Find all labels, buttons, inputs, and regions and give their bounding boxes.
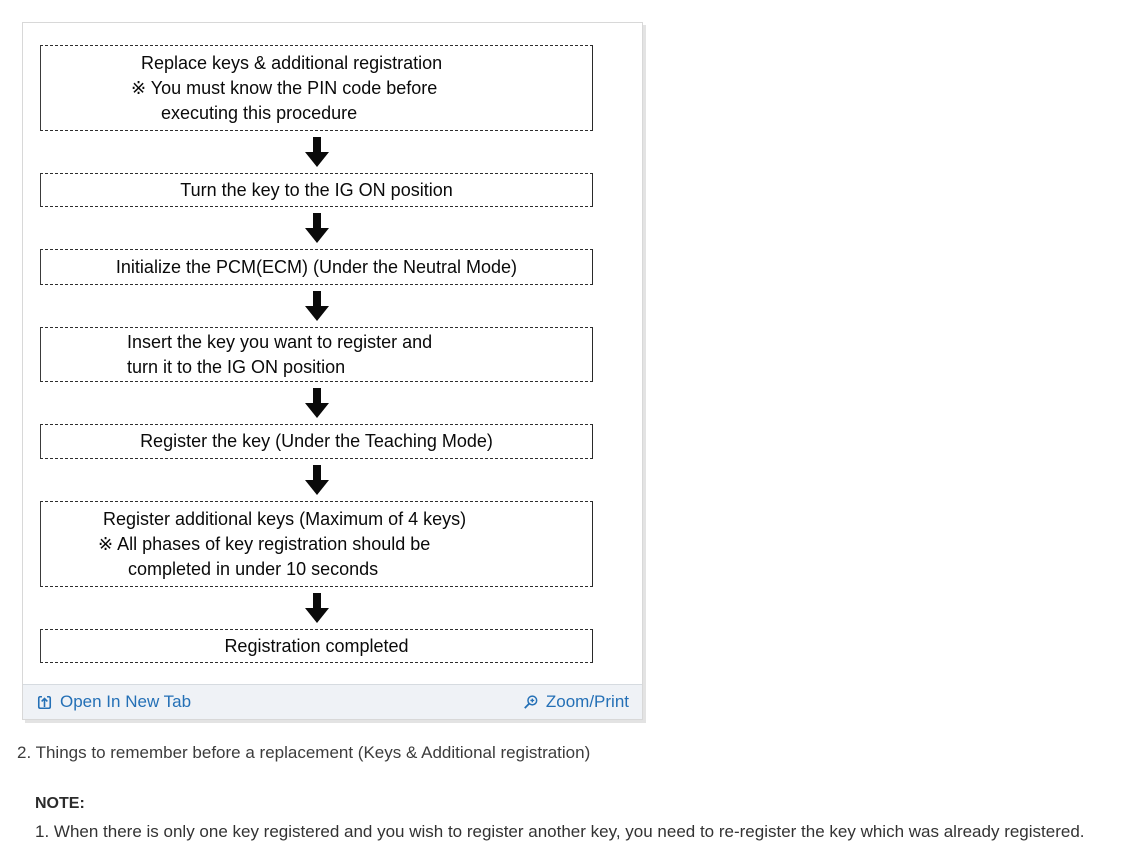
zoom-print-link[interactable]: Zoom/Print	[522, 692, 629, 712]
flowchart-step-text: Insert the key you want to register and …	[127, 331, 433, 377]
flowchart-step-text: Registration completed	[224, 635, 409, 656]
arrow-stem	[312, 137, 321, 153]
section-heading: 2. Things to remember before a replaceme…	[17, 743, 591, 762]
flowchart-step-text: Replace keys & additional registration ※…	[131, 52, 443, 123]
arrow-head	[304, 228, 329, 243]
down-arrow-icon	[304, 291, 329, 321]
figure-panel: Replace keys & additional registration ※…	[22, 22, 643, 720]
flowchart-step-7: Registration completed	[40, 629, 593, 663]
flowchart: Replace keys & additional registration ※…	[23, 23, 642, 684]
zoom-magnifier-icon	[522, 694, 539, 711]
arrow-stem	[312, 213, 321, 229]
flowchart-step-text: Register additional keys (Maximum of 4 k…	[98, 508, 467, 579]
zoom-print-label: Zoom/Print	[545, 692, 629, 711]
arrow-head	[304, 608, 329, 623]
arrow-head	[304, 403, 329, 418]
open-in-new-tab-link[interactable]: Open In New Tab	[36, 692, 191, 712]
arrow-head	[304, 306, 329, 321]
flowchart-step-6: Register additional keys (Maximum of 4 k…	[40, 501, 593, 587]
flowchart-step-5: Register the key (Under the Teaching Mod…	[40, 424, 593, 459]
flowchart-step-text: Initialize the PCM(ECM) (Under the Neutr…	[115, 256, 518, 277]
arrow-head	[304, 480, 329, 495]
flowchart-step-2: Turn the key to the IG ON position	[40, 173, 593, 207]
flowchart-step-text: Turn the key to the IG ON position	[180, 179, 453, 200]
flowchart-step-3: Initialize the PCM(ECM) (Under the Neutr…	[40, 249, 593, 285]
down-arrow-icon	[304, 593, 329, 623]
down-arrow-icon	[304, 213, 329, 243]
note-item: 1. When there is only one key registered…	[35, 822, 1085, 841]
arrow-stem	[312, 388, 321, 404]
arrow-stem	[312, 465, 321, 481]
arrow-head	[304, 152, 329, 167]
down-arrow-icon	[304, 137, 329, 167]
down-arrow-icon	[304, 465, 329, 495]
note-label: NOTE:	[35, 795, 85, 812]
open-in-new-tab-icon	[36, 694, 53, 711]
figure-toolbar: Open In New Tab Zoom/Print	[23, 684, 642, 719]
open-in-new-tab-label: Open In New Tab	[60, 692, 192, 711]
flowchart-step-1: Replace keys & additional registration ※…	[40, 45, 593, 131]
flowchart-step-text: Register the key (Under the Teaching Mod…	[140, 431, 493, 451]
arrow-stem	[312, 593, 321, 609]
arrow-stem	[312, 291, 321, 307]
flowchart-step-4: Insert the key you want to register and …	[40, 327, 593, 382]
down-arrow-icon	[304, 388, 329, 418]
note-block: NOTE: 1. When there is only one key regi…	[35, 794, 1085, 844]
